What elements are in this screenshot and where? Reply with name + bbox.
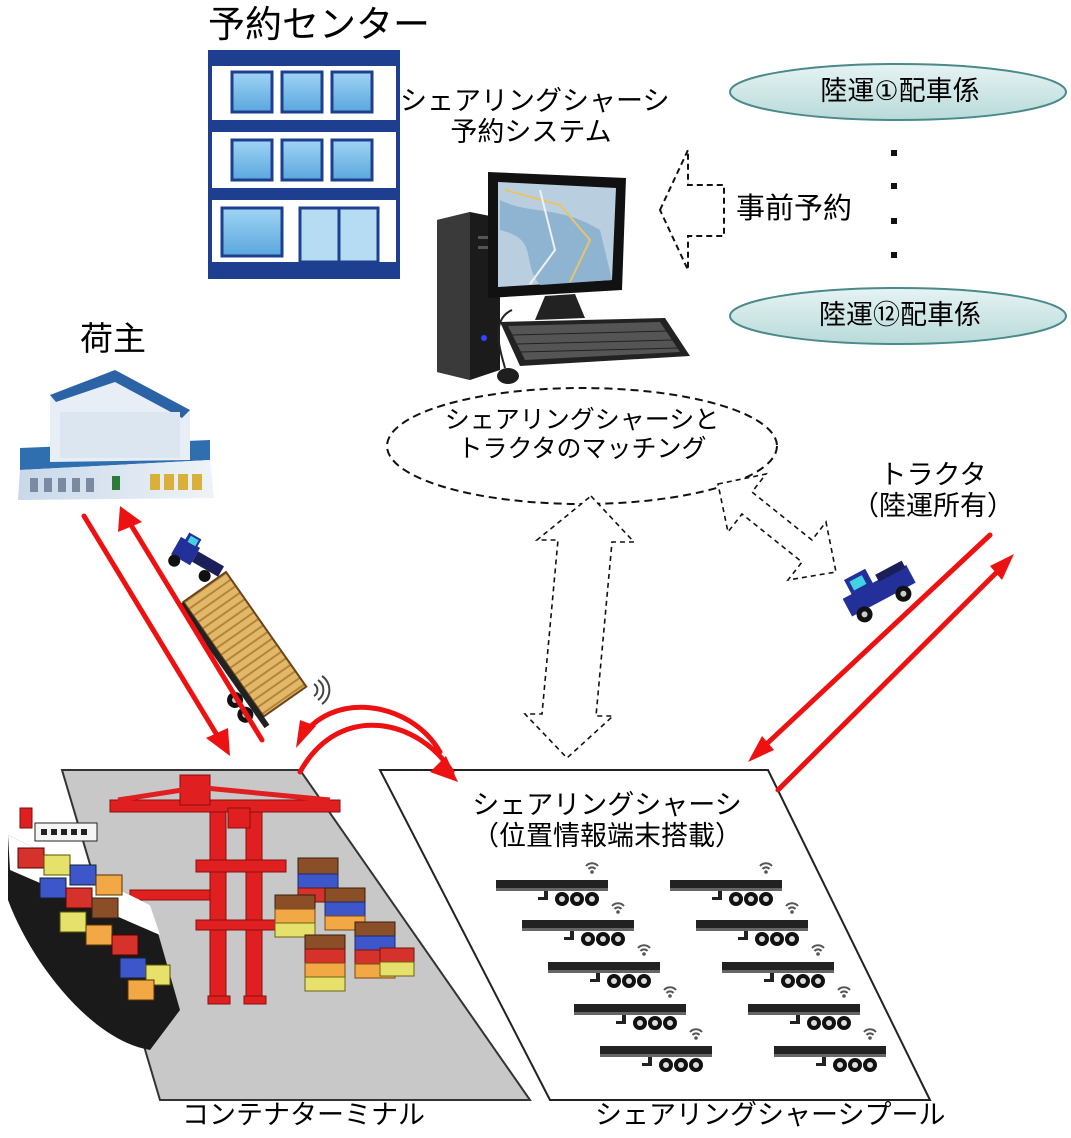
chassis-pool-label: シェアリングシャーシプール bbox=[595, 1100, 946, 1131]
ellipsis-dots bbox=[891, 150, 897, 258]
warehouse-icon bbox=[18, 370, 214, 500]
chassis-pool-area bbox=[378, 769, 932, 1101]
wifi-signal-icon bbox=[313, 675, 331, 705]
reservation-arrow bbox=[658, 149, 725, 271]
system-label: シェアリングシャーシ 予約システム bbox=[400, 86, 670, 149]
carrier-12-ellipse bbox=[729, 287, 1067, 345]
carrier-1-label: 陸運①配車係 bbox=[820, 76, 980, 107]
matching-label: シェアリングシャーシと トラクタのマッチング bbox=[412, 405, 752, 464]
carrier-12-label: 陸運⑫配車係 bbox=[819, 300, 981, 331]
advance-reservation-label: 事前予約 bbox=[736, 191, 853, 225]
flow-arrows bbox=[81, 513, 1007, 793]
tractor-label: トラクタ （陸運所有） bbox=[828, 460, 1038, 522]
gantry-crane-icon bbox=[109, 774, 341, 1005]
carrier-1-ellipse bbox=[729, 63, 1067, 121]
shipper-label: 荷主 bbox=[80, 319, 146, 358]
pool-area-label: シェアリングシャーシ （位置情報端末搭載） bbox=[452, 790, 762, 852]
container-ship-icon bbox=[8, 807, 180, 1050]
tractor-label-line2: （陸運所有） bbox=[852, 491, 1014, 523]
matching-pool-double-arrow bbox=[523, 494, 636, 760]
truck-container-icon bbox=[168, 532, 331, 729]
office-building-icon bbox=[208, 50, 400, 279]
pool-area-label-line1: シェアリングシャーシ bbox=[472, 790, 742, 821]
system-label-line2: 予約システム bbox=[450, 117, 612, 149]
pool-area-label-line2: （位置情報端末搭載） bbox=[472, 821, 742, 853]
container-terminal-label: コンテナターミナル bbox=[182, 1100, 425, 1131]
tractor-icon bbox=[842, 560, 916, 623]
matching-tractor-double-arrow bbox=[717, 472, 837, 582]
matching-label-line1: シェアリングシャーシと bbox=[444, 405, 720, 434]
desktop-computer-icon bbox=[437, 172, 690, 384]
system-label-line1: シェアリングシャーシ bbox=[400, 86, 670, 117]
tractor-label-line1: トラクタ bbox=[879, 460, 987, 491]
reservation-center-label: 予約センター bbox=[208, 3, 430, 46]
matching-label-line2: トラクタのマッチング bbox=[457, 433, 707, 463]
flow-arrowheads bbox=[118, 506, 1014, 782]
container-stacks bbox=[274, 857, 415, 992]
